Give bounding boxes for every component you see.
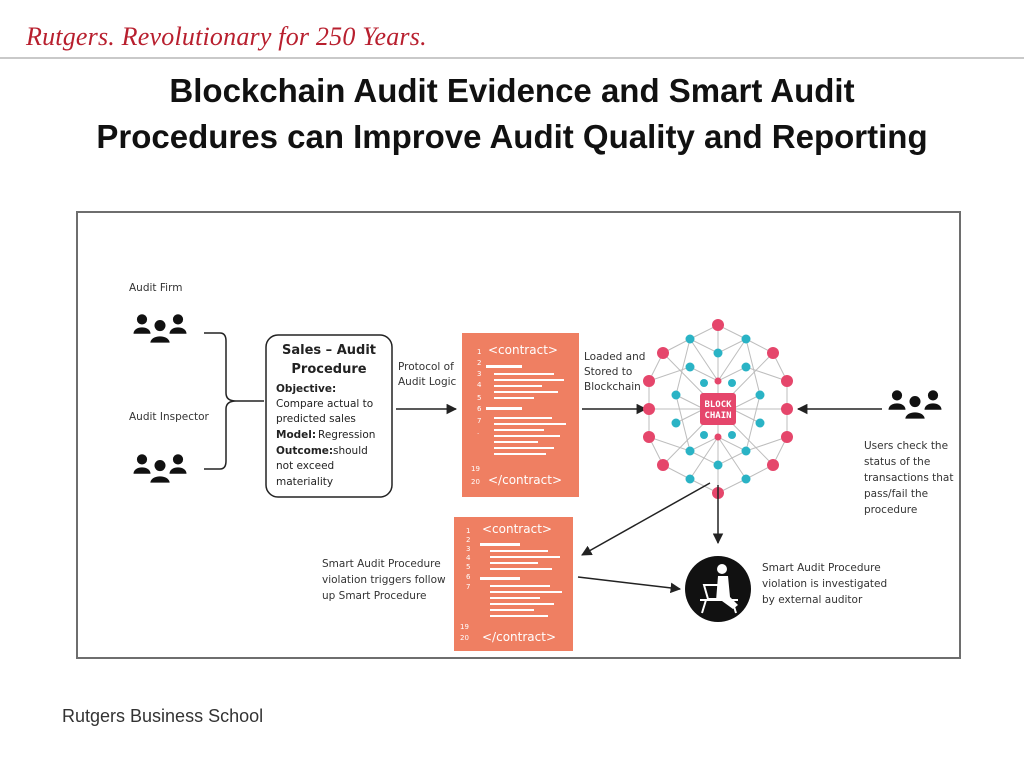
- grouping-brace: [204, 332, 237, 470]
- card-title-line-2: Procedure: [291, 362, 366, 377]
- users-label-line-3: transactions that: [864, 472, 953, 484]
- card-outcome-text-1: should: [333, 445, 368, 457]
- contract-bottom-open-tag: <contract>: [482, 522, 552, 536]
- users-label-line-5: procedure: [864, 504, 917, 516]
- violation-label-line-1: Smart Audit Procedure: [322, 558, 441, 570]
- card-outcome-label: Outcome:: [276, 445, 333, 457]
- blockchain-network: BLOCK CHAIN: [643, 319, 793, 499]
- contract-top-ln-2: 2: [477, 359, 481, 367]
- card-title-line-1: Sales – Audit: [282, 343, 376, 358]
- contract-bottom-ln-2: 2: [466, 536, 470, 544]
- contract-top-panel: [462, 333, 579, 497]
- violation-label-line-2: violation triggers follow: [322, 574, 446, 586]
- followup-to-auditor-arrow: [577, 576, 682, 594]
- diagram-frame: Audit Firm Audit Inspector Sales – Audit…: [76, 211, 961, 659]
- protocol-label-line-2: Audit Logic: [398, 376, 457, 388]
- contract-top-ln-20: 20: [471, 478, 480, 486]
- sales-audit-procedure-card: Sales – Audit Procedure Objective: Compa…: [265, 334, 393, 498]
- contract-bottom-ln-1: 1: [466, 527, 470, 535]
- card-model-text: Regression: [318, 429, 375, 441]
- title-line-2: Procedures can Improve Audit Quality and…: [96, 118, 928, 155]
- card-outcome-text-2: not exceed: [276, 460, 334, 472]
- contract-bottom-ln-20: 20: [460, 634, 469, 642]
- contract-bottom-ln-19: 19: [460, 623, 469, 631]
- contract-top-ln-6: 6: [477, 405, 482, 413]
- contract-top-open-tag: <contract>: [488, 343, 558, 357]
- external-auditor-icon: [685, 556, 751, 622]
- card-objective-text-1: Compare actual to: [276, 398, 373, 410]
- contract-top-ln-1: 1: [477, 348, 481, 356]
- contract-bottom-panel: [454, 517, 573, 651]
- contract-top-ln-7: 7: [477, 417, 481, 425]
- investigate-label-line-2: violation is investigated: [762, 578, 887, 590]
- slide-title: Blockchain Audit Evidence and Smart Audi…: [0, 68, 1024, 160]
- contract-bottom-ln-3: 3: [466, 545, 470, 553]
- users-people-icon: [889, 390, 942, 419]
- users-label-line-4: pass/fail the: [864, 488, 928, 500]
- smart-contract-top: 1 2 3 4 5 6 7 · 19 20 <contract> </contr…: [462, 333, 579, 497]
- users-label-line-2: status of the: [864, 456, 930, 468]
- contract-top-code-lines: [486, 365, 566, 455]
- card-objective-text-2: predicted sales: [276, 413, 356, 425]
- loaded-label-line-2: Stored to: [584, 366, 632, 378]
- investigate-label-line-1: Smart Audit Procedure: [762, 562, 881, 574]
- contract-top-ln-5: 5: [477, 394, 481, 402]
- smart-contract-bottom: 1 2 3 4 5 6 7 19 20 <contract> </contrac…: [454, 517, 573, 651]
- contract-bottom-ln-6: 6: [466, 573, 471, 581]
- investigate-label-line-3: by external auditor: [762, 594, 863, 606]
- contract-bottom-code-lines: [480, 543, 562, 617]
- violation-label-line-3: up Smart Procedure: [322, 590, 427, 602]
- blockchain-to-followup-arrow: [581, 482, 711, 556]
- footer-school: Rutgers Business School: [62, 706, 264, 726]
- audit-inspector-label: Audit Inspector: [129, 411, 210, 423]
- header-divider: [0, 57, 1024, 59]
- card-model-label: Model:: [276, 429, 316, 441]
- contract-top-ln-3: 3: [477, 370, 481, 378]
- blockchain-teal-nodes: [671, 334, 765, 484]
- contract-bottom-ln-7: 7: [466, 583, 470, 591]
- audit-firm-people-icon: [134, 314, 187, 343]
- loaded-label-line-1: Loaded and: [584, 351, 645, 363]
- contract-top-ln-dot: ·: [477, 430, 479, 438]
- contract-top-ln-4: 4: [477, 381, 482, 389]
- rutgers-brand: Rutgers. Revolutionary for 250 Years.: [26, 22, 427, 51]
- loaded-label-line-3: Blockchain: [584, 381, 641, 393]
- contract-top-ln-19: 19: [471, 465, 480, 473]
- contract-bottom-ln-5: 5: [466, 563, 470, 571]
- blockchain-label-line-1: BLOCK: [704, 400, 732, 410]
- contract-bottom-close-tag: </contract>: [482, 630, 556, 644]
- card-outcome-text-3: materiality: [276, 476, 333, 488]
- blockchain-core-block: [700, 393, 736, 425]
- card-objective-label: Objective:: [276, 383, 336, 395]
- contract-bottom-ln-4: 4: [466, 554, 471, 562]
- audit-firm-label: Audit Firm: [129, 282, 182, 294]
- title-line-1: Blockchain Audit Evidence and Smart Audi…: [169, 72, 855, 109]
- contract-top-close-tag: </contract>: [488, 473, 562, 487]
- protocol-label-line-1: Protocol of: [398, 361, 454, 373]
- users-label-line-1: Users check the: [864, 440, 948, 452]
- audit-flow-diagram: Audit Firm Audit Inspector Sales – Audit…: [129, 282, 953, 651]
- blockchain-label-line-2: CHAIN: [704, 411, 731, 421]
- audit-inspector-people-icon: [134, 454, 187, 483]
